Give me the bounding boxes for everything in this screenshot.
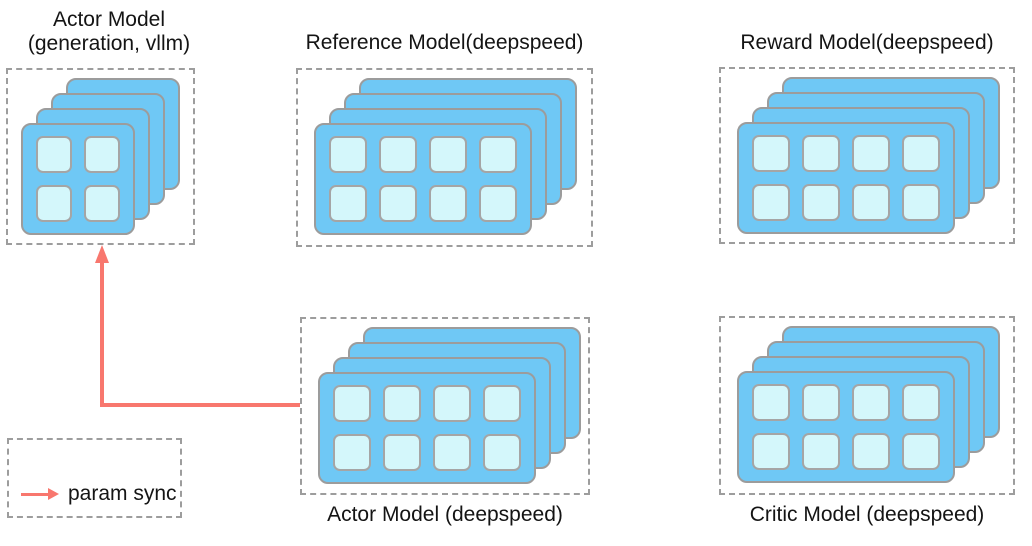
gpu-cell [852,135,890,172]
arrow-shaft [21,492,48,496]
param-sync-arrow-vertical [100,261,104,407]
gpu-cell [902,433,940,470]
legend-box: param sync [7,438,182,518]
gpu-cell [802,433,840,470]
gpu-cell [752,184,790,221]
gpu-cell [483,434,521,471]
gpu-cell [379,136,417,173]
critic-model-box [719,316,1015,495]
gpu-cell [433,385,471,422]
gpu-cell [902,184,940,221]
gpu-cell [36,136,72,173]
title-actor-generation: Actor Model (generation, vllm) [9,8,209,56]
gpu-card-front [21,123,135,235]
gpu-cell [752,384,790,421]
gpu-cell [852,184,890,221]
gpu-cell [429,136,467,173]
gpu-cell [433,434,471,471]
gpu-cell [383,385,421,422]
reward-model-box [719,67,1015,244]
gpu-cell [483,385,521,422]
title-critic-model: Critic Model (deepspeed) [749,503,985,526]
gpu-cell [752,433,790,470]
gpu-cell [329,136,367,173]
gpu-cell [802,135,840,172]
actor-generation-box [6,68,195,245]
gpu-cell [429,185,467,222]
gpu-cell [902,384,940,421]
title-reference-model: Reference Model(deepspeed) [305,31,584,54]
gpu-cell [852,433,890,470]
gpu-cell [479,185,517,222]
legend-row: param sync [21,482,177,506]
legend-label: param sync [68,482,177,505]
gpu-card-front [737,371,955,483]
gpu-cell [84,136,120,173]
gpu-cell [802,384,840,421]
title-actor-deepspeed: Actor Model (deepspeed) [327,503,563,526]
gpu-card-front [314,123,532,235]
title-actor-generation-line1: Actor Model [52,8,166,31]
arrow-head-icon [48,488,59,500]
gpu-cell [84,185,120,222]
gpu-cell [379,185,417,222]
actor-deepspeed-box [300,317,590,495]
reward-model-gpu-stack [721,69,1013,242]
param-sync-arrowhead-icon [95,245,109,263]
title-reward-model: Reward Model(deepspeed) [740,31,994,54]
gpu-cell [802,184,840,221]
title-actor-generation-line2: (generation, vllm) [27,32,191,55]
gpu-cell [479,136,517,173]
gpu-cell [329,185,367,222]
gpu-cell [852,384,890,421]
gpu-cell [36,185,72,222]
gpu-card-front [318,372,536,484]
actor-deepspeed-gpu-stack [302,319,588,493]
actor-generation-gpu-stack [8,70,193,243]
gpu-cell [902,135,940,172]
gpu-cell [752,135,790,172]
gpu-cell [333,434,371,471]
reference-model-box [296,68,593,247]
param-sync-arrow-icon [21,488,59,500]
gpu-card-front [737,122,955,234]
gpu-cell [333,385,371,422]
reference-model-gpu-stack [298,70,591,245]
gpu-cell [383,434,421,471]
param-sync-arrow-horizontal [100,403,300,407]
critic-model-gpu-stack [721,318,1013,493]
